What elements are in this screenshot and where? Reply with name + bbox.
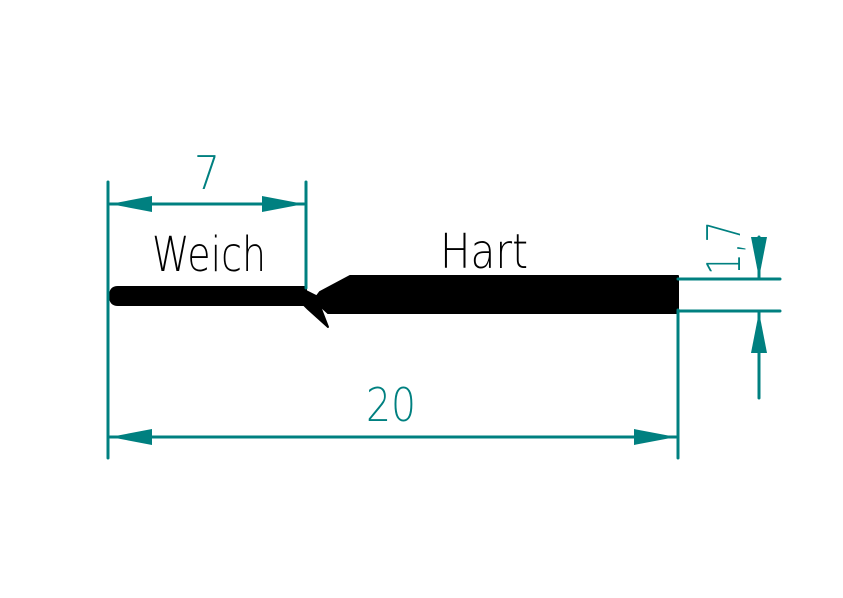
- dimension-total-length: 20: [108, 308, 680, 460]
- arrow-up-icon: [751, 312, 767, 353]
- dimension-soft-length: 7: [106, 146, 308, 460]
- soft-section: [109, 286, 307, 306]
- hard-section: [313, 275, 679, 314]
- arrow-left-icon: [110, 196, 152, 212]
- seal-profile: [109, 275, 679, 328]
- arrow-right-icon: [262, 196, 304, 212]
- arrow-down-icon: [751, 237, 767, 278]
- soft-label: Weich: [152, 227, 266, 283]
- dimension-soft-length-text: 7: [194, 146, 220, 200]
- arrow-right-icon: [634, 429, 676, 445]
- dimension-thickness: 1,7: [676, 221, 782, 400]
- dimension-total-length-text: 20: [366, 378, 416, 432]
- dimension-thickness-text: 1,7: [697, 221, 751, 275]
- hard-label: Hart: [440, 224, 528, 280]
- arrow-left-icon: [110, 429, 152, 445]
- transition-notch: [303, 289, 329, 328]
